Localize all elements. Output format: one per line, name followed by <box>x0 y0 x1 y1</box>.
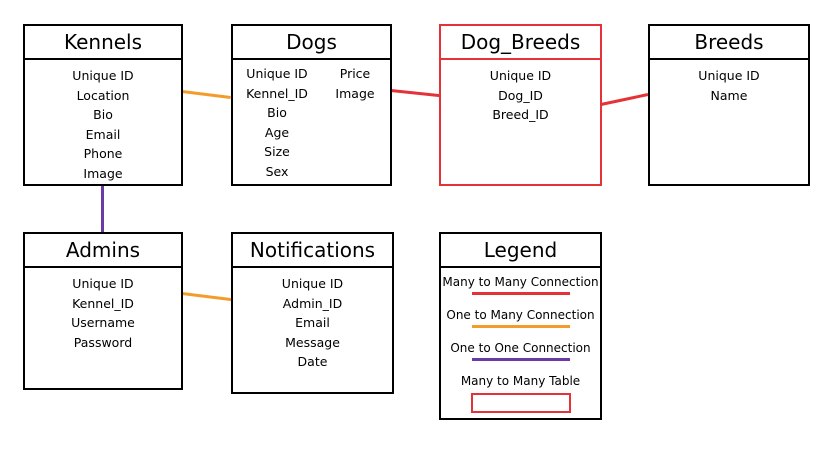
table-field: Kennel_ID <box>72 295 134 311</box>
table-field: Breed_ID <box>492 107 549 123</box>
connector-kennels-dogs <box>181 90 231 99</box>
connector-dogs-dogbreeds <box>390 89 440 98</box>
table-title: Breeds <box>650 26 808 60</box>
table-field: Unique ID <box>246 66 308 81</box>
table-field: Phone <box>83 146 123 162</box>
legend-swatch-many-to-many <box>471 292 570 295</box>
table-field: Bio <box>93 107 113 123</box>
connector-kennels-admins <box>101 185 104 233</box>
table-title: Dog_Breeds <box>441 26 600 60</box>
table-field: Age <box>264 124 290 140</box>
table-field: Price <box>339 66 371 81</box>
legend-item-label: One to One Connection <box>450 341 591 355</box>
table-field: Name <box>710 87 748 103</box>
table-field: Sex <box>265 163 289 179</box>
table-field: Unique ID <box>489 68 552 83</box>
table-field: Dog_ID <box>498 87 543 103</box>
table-field: Admin_ID <box>282 295 343 311</box>
table-title: Admins <box>25 234 181 268</box>
legend-swatch-one-to-one <box>471 358 570 361</box>
table-breeds: Breeds Unique ID Name <box>648 24 810 186</box>
table-field: Image <box>335 85 375 101</box>
connector-dogbreeds-breeds <box>600 93 649 106</box>
table-field: Location <box>76 87 130 103</box>
table-field: Email <box>295 315 330 331</box>
table-title: Dogs <box>233 26 390 60</box>
table-field: Kennel_ID <box>246 85 308 101</box>
table-field: Unique ID <box>281 276 344 291</box>
table-title: Notifications <box>233 234 392 268</box>
legend-item-label: One to Many Connection <box>446 308 595 322</box>
table-field: Password <box>73 334 133 350</box>
table-field: Unique ID <box>698 68 760 83</box>
table-field: Image <box>83 165 123 181</box>
table-dog-breeds: Dog_Breeds Unique ID Dog_ID Breed_ID <box>439 24 602 186</box>
legend-title: Legend <box>441 234 600 268</box>
connector-admins-notifications <box>181 292 232 302</box>
table-dogs: Dogs Unique ID Kennel_ID Bio Age Size Se… <box>231 24 392 186</box>
legend-swatch-one-to-many <box>471 325 570 328</box>
legend-item-label: Many to Many Connection <box>442 275 599 289</box>
table-field: Username <box>71 315 135 331</box>
table-field: Unique ID <box>72 68 134 83</box>
table-title: Kennels <box>25 26 181 60</box>
legend-item-label: Many to Many Table <box>460 374 581 388</box>
table-kennels: Kennels Unique ID Location Bio Email Pho… <box>23 24 183 186</box>
table-admins: Admins Unique ID Kennel_ID Username Pass… <box>23 232 183 390</box>
table-field: Email <box>85 126 121 142</box>
table-field: Date <box>297 354 328 370</box>
legend-swatch-many-to-many-table <box>470 393 571 413</box>
table-field: Bio <box>267 105 287 121</box>
legend: Legend Many to Many Connection One to Ma… <box>439 232 602 420</box>
table-field: Size <box>264 144 290 160</box>
table-notifications: Notifications Unique ID Admin_ID Email M… <box>231 232 394 394</box>
table-field: Message <box>285 334 340 350</box>
table-field: Unique ID <box>72 276 134 291</box>
